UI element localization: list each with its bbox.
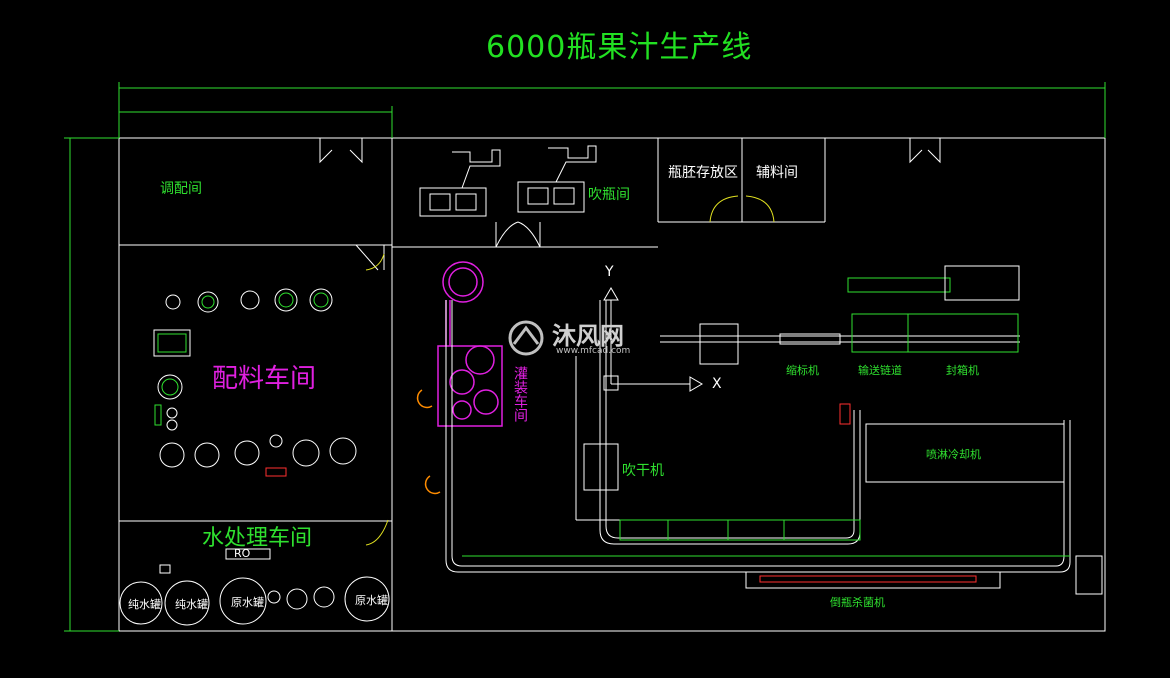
room-label-chuipingjian: 吹瓶间 [588, 187, 630, 203]
outer-walls [118, 137, 1106, 632]
door-arcs [365, 195, 775, 546]
room-label-guanzhuang: 灌装车间 [512, 366, 528, 422]
room-label-fuliao: 辅料间 [756, 165, 798, 181]
tank-label-4: 原水罐 [355, 594, 388, 607]
machine-label-chuiganji: 吹干机 [622, 463, 664, 479]
machine-label-fengxiang: 封箱机 [946, 364, 979, 377]
watermark-logo-icon [508, 320, 544, 356]
tank-label-1: 纯水罐 [128, 598, 161, 611]
dimension-lines [64, 82, 1106, 632]
red-unit [265, 467, 287, 477]
water-tanks [119, 548, 390, 626]
room-label-shuichuli: 水处理车间 [202, 526, 313, 551]
tank-label-3: 原水罐 [231, 596, 264, 609]
watermark-url: www.mfcad.com [556, 346, 631, 356]
tank-label-2: 纯水罐 [175, 598, 208, 611]
axis-label-x: X [712, 376, 722, 392]
machine-label-shusong: 输送链道 [858, 364, 902, 377]
sterilizer-red [759, 575, 977, 583]
machine-label-penlin: 喷淋冷却机 [926, 448, 981, 461]
axis-label-y: Y [605, 264, 614, 280]
machine-label-suobiaoji: 缩标机 [786, 364, 819, 377]
watermark: 沐风网 www.mfcad.com [506, 316, 666, 360]
orange-units [416, 389, 441, 495]
machine-label-sterilizer: 倒瓶杀菌机 [830, 596, 885, 609]
conveyors [445, 300, 1071, 573]
room-label-pingpi: 瓶胚存放区 [668, 165, 738, 181]
red-marker [839, 403, 851, 425]
blow-molding-machines [419, 145, 597, 217]
room-label-tiaopei: 调配间 [160, 181, 202, 197]
axis-marker [603, 287, 703, 392]
batching-equipment [153, 288, 357, 468]
doors [319, 138, 941, 271]
room-label-peiliao: 配料车间 [212, 364, 317, 394]
batching-equipment-green [154, 292, 329, 426]
watermark-text: 沐风网 [552, 322, 624, 350]
white-equipment [583, 265, 1103, 595]
ro-label: RO [234, 547, 251, 560]
filling-machine [437, 261, 503, 427]
page-title: 6000瓶果汁生产线 [486, 30, 753, 65]
